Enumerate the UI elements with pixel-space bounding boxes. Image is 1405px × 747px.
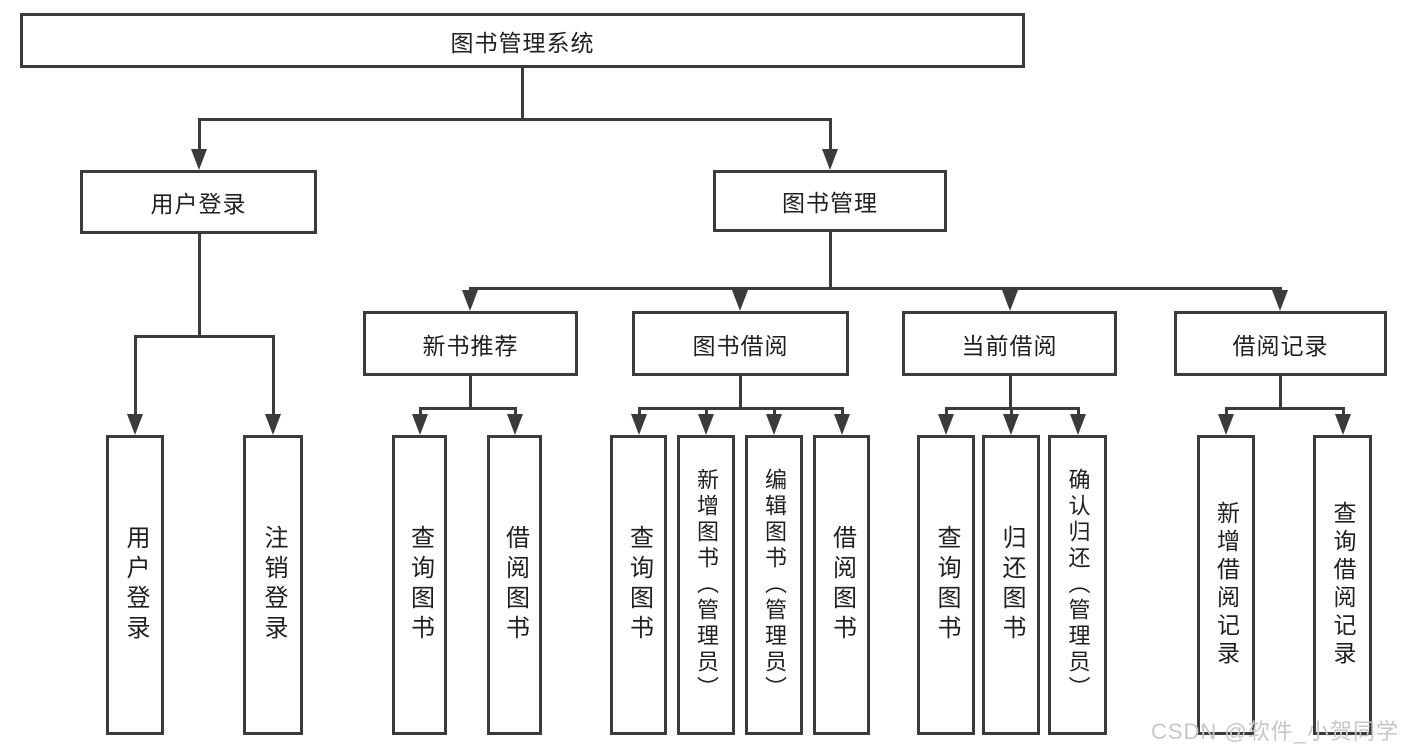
- connector-line: [638, 407, 641, 416]
- node-current-borrowing: 当前借阅: [902, 311, 1117, 376]
- leaf-user-login: 用户登录: [106, 435, 164, 735]
- connector-line: [1225, 407, 1228, 416]
- connector-line: [419, 407, 422, 416]
- connector-line: [739, 376, 742, 410]
- leaf-confirm-return-admin: 确认归还（管理员）: [1048, 435, 1107, 735]
- connector-line: [198, 118, 832, 121]
- node-user-login: 用户登录: [80, 170, 317, 234]
- leaf-query-borrow-record: 查询借阅记录: [1313, 435, 1372, 735]
- node-book-management: 图书管理: [713, 170, 947, 232]
- arrowhead-down-icon: [1335, 414, 1351, 435]
- leaf-borrow-books-recommend: 借阅图书: [487, 435, 542, 735]
- arrowhead-down-icon: [698, 414, 714, 435]
- arrowhead-down-icon: [1218, 414, 1234, 435]
- leaf-return-books: 归还图书: [982, 435, 1040, 735]
- leaf-query-books-current: 查询图书: [917, 435, 975, 735]
- leaf-add-borrow-record: 新增借阅记录: [1197, 435, 1255, 735]
- connector-line: [469, 287, 1282, 290]
- arrowhead-down-icon: [191, 149, 207, 170]
- leaf-query-books-borrowing: 查询图书: [610, 435, 667, 735]
- arrowhead-down-icon: [631, 414, 647, 435]
- connector-line: [1225, 407, 1345, 410]
- arrowhead-down-icon: [822, 149, 838, 170]
- leaf-add-book-admin: 新增图书（管理员）: [677, 435, 735, 735]
- connector-line: [1342, 407, 1345, 416]
- connector-line: [469, 376, 472, 410]
- connector-line: [1279, 376, 1282, 410]
- arrowhead-down-icon: [1003, 414, 1019, 435]
- connector-line: [272, 335, 275, 416]
- arrowhead-down-icon: [1002, 290, 1018, 311]
- arrowhead-down-icon: [766, 414, 782, 435]
- watermark: CSDN @软件_小贺同学: [1150, 719, 1399, 744]
- connector-line: [514, 407, 517, 416]
- leaf-edit-book-admin: 编辑图书（管理员）: [745, 435, 803, 735]
- connector-line: [705, 407, 708, 416]
- arrowhead-down-icon: [127, 414, 143, 435]
- arrowhead-down-icon: [412, 414, 428, 435]
- leaf-query-books-recommend: 查询图书: [392, 435, 447, 735]
- connector-line: [198, 118, 201, 152]
- node-library-management-system: 图书管理系统: [20, 13, 1025, 68]
- connector-line: [134, 335, 137, 416]
- connector-line: [521, 68, 524, 118]
- node-book-borrowing: 图书借阅: [632, 311, 849, 376]
- leaf-logout: 注销登录: [243, 435, 303, 735]
- connector-line: [134, 335, 275, 338]
- arrowhead-down-icon: [462, 290, 478, 311]
- arrowhead-down-icon: [507, 414, 523, 435]
- arrowhead-down-icon: [732, 290, 748, 311]
- arrowhead-down-icon: [265, 414, 281, 435]
- arrowhead-down-icon: [834, 414, 850, 435]
- arrowhead-down-icon: [938, 414, 954, 435]
- connector-line: [419, 407, 517, 410]
- arrowhead-down-icon: [1272, 290, 1288, 311]
- connector-line: [198, 234, 201, 338]
- connector-line: [945, 407, 1080, 410]
- connector-line: [773, 407, 776, 416]
- connector-line: [1009, 376, 1012, 410]
- connector-line: [945, 407, 948, 416]
- node-borrow-records: 借阅记录: [1174, 311, 1387, 376]
- connector-line: [829, 232, 832, 290]
- connector-line: [1010, 407, 1013, 416]
- connector-line: [841, 407, 844, 416]
- connector-line: [638, 407, 844, 410]
- node-new-book-recommendation: 新书推荐: [363, 311, 578, 376]
- arrowhead-down-icon: [1070, 414, 1086, 435]
- connector-line: [1077, 407, 1080, 416]
- leaf-borrow-books-borrowing: 借阅图书: [813, 435, 870, 735]
- connector-line: [829, 118, 832, 152]
